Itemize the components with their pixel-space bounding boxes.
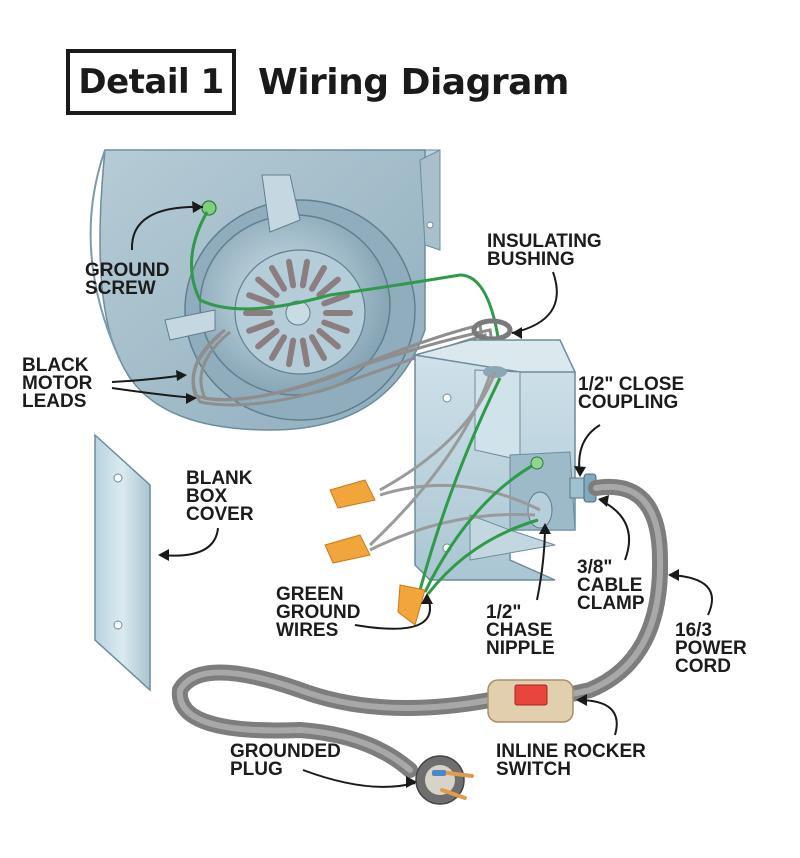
motor-vent-slot [299, 258, 311, 289]
label-insulating-bushing: INSULATING BUSHING [487, 231, 602, 270]
label-inline-rocker-switch: INLINE ROCKER SWITCH [496, 741, 646, 780]
label-chase-nipple: 1/2" CHASE NIPPLE [486, 602, 555, 659]
ground-screw [201, 200, 217, 216]
blower-motor [164, 174, 416, 421]
motor-vent-slot [246, 292, 275, 307]
motor-vent-slot [309, 334, 327, 362]
label-power-cord: 16/3 POWER CORD [675, 620, 747, 677]
arrowheads [158, 201, 679, 788]
wire-nut [324, 534, 371, 564]
motor-vent-slot [321, 292, 350, 307]
arrow-insulating-bushing [511, 271, 558, 334]
lead-wire [379, 483, 541, 512]
motor-vent-slot [285, 258, 297, 289]
lead-wire [369, 512, 536, 552]
motor-vent-slot [321, 319, 350, 334]
label-ground-screw: GROUND SCREW [85, 260, 170, 299]
arrow-cable-clamp [599, 499, 630, 561]
motor-ground-wire [190, 211, 502, 351]
box-ground-screw [530, 456, 544, 470]
motor-vent-slot [316, 327, 341, 350]
label-blank-box-cover: BLANK BOX COVER [186, 468, 254, 525]
ground-wire [426, 518, 539, 595]
motor-vent-slot [255, 327, 280, 350]
lead-wire [379, 371, 497, 492]
label-grounded-plug: GROUNDED PLUG [230, 741, 341, 780]
diagram-title: Wiring Diagram [258, 61, 569, 103]
insulating-bushing [471, 318, 513, 342]
detail-label: Detail 1 [66, 49, 236, 115]
inline-rocker-switch [487, 679, 574, 723]
motor-vent-slot [246, 319, 275, 334]
motor-vents [243, 258, 353, 368]
arrow-blank-box-cover [159, 527, 219, 557]
arrow-grounded-plug [302, 769, 416, 788]
wire-nut [397, 584, 426, 626]
wire-nut [329, 479, 376, 509]
arrow-inline-switch [577, 699, 618, 736]
label-black-motor-leads: BLACK MOTOR LEADS [22, 355, 93, 412]
arrow-chase-nipple [536, 524, 546, 601]
ground-wire [418, 377, 502, 591]
label-cable-clamp: 3/8" CABLE CLAMP [577, 557, 645, 614]
motor-vent-slot [316, 276, 341, 299]
motor-vent-slot [299, 337, 311, 368]
grounded-plug [415, 755, 474, 805]
motor-vent-slot [309, 264, 327, 292]
label-close-coupling: 1/2" CLOSE COUPLING [578, 374, 685, 413]
label-green-ground-wires: GREEN GROUND WIRES [276, 584, 361, 641]
motor-vent-slot [285, 337, 297, 368]
blank-box-cover [94, 433, 151, 692]
arrow-power-cord [669, 574, 713, 616]
motor-vent-slot [269, 334, 287, 362]
arrow-ground-screw [130, 205, 204, 251]
motor-vent-slot [255, 276, 280, 299]
lead-wire [368, 374, 492, 547]
ground-wire [423, 461, 538, 593]
header: Detail 1 Wiring Diagram [66, 45, 569, 119]
motor-vent-slot [269, 264, 287, 292]
